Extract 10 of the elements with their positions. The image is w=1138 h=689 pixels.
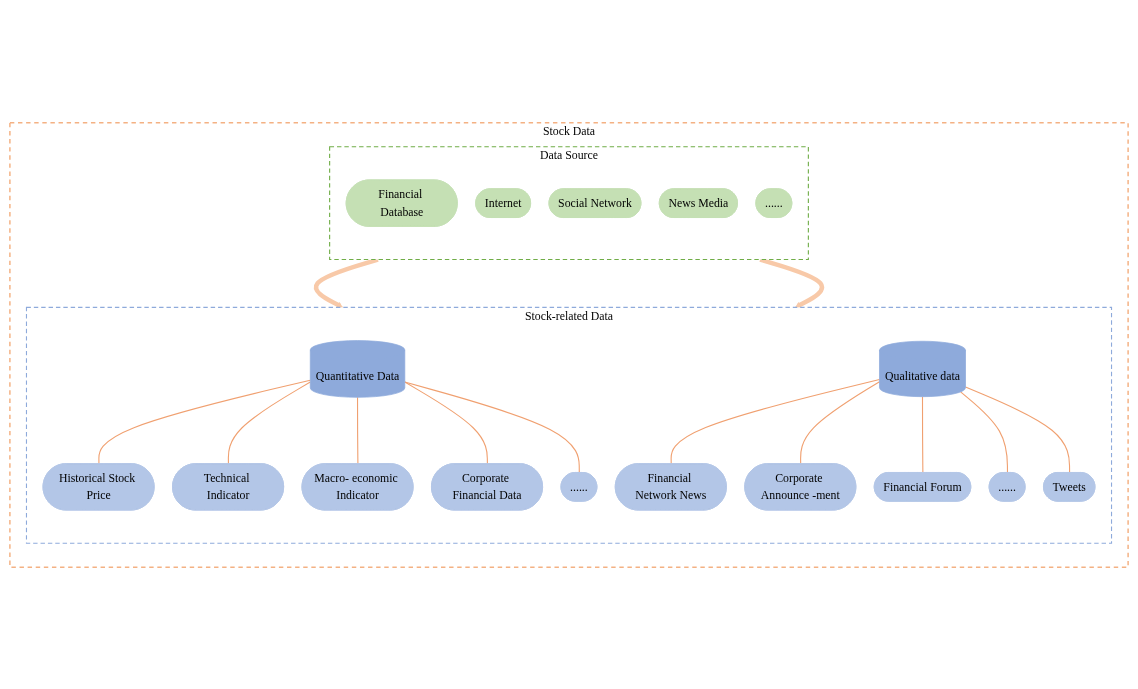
- connector: [404, 381, 580, 473]
- connector: [960, 390, 1009, 473]
- connector: [964, 385, 1071, 473]
- connector: [98, 379, 311, 465]
- connector: [800, 380, 881, 465]
- connector: [921, 395, 924, 473]
- connector: [357, 396, 359, 465]
- connector: [227, 381, 311, 465]
- connector: [670, 378, 881, 465]
- connector: [404, 381, 488, 465]
